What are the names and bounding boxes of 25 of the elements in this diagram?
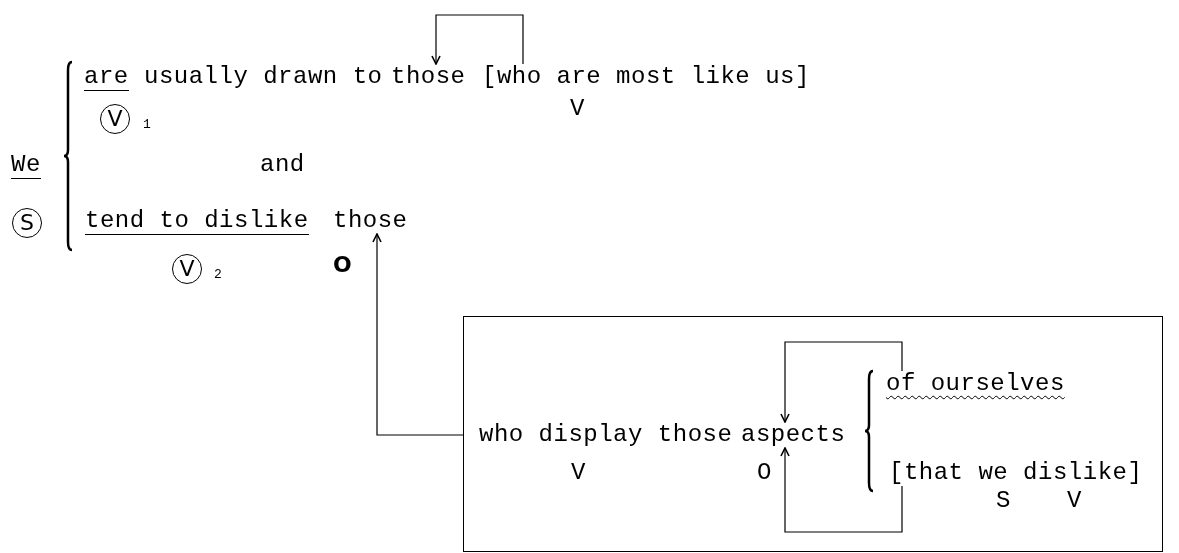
bracket-arrow [780, 341, 903, 423]
bracket-arrow [372, 233, 464, 436]
phrase: [who are most like us] [482, 64, 810, 90]
grammar-mark: V [571, 460, 586, 486]
bracket-arrow [780, 447, 903, 533]
phrase: [that we dislike] [889, 460, 1143, 486]
grammar-mark: O [333, 252, 353, 278]
phrase: who display those [479, 422, 733, 448]
grammar-mark: and [260, 152, 305, 178]
phrase: aspects [741, 422, 846, 448]
subscript-number: 1 [143, 118, 152, 132]
subscript-number: 2 [214, 268, 223, 282]
grammar-mark: S [996, 488, 1011, 514]
clause-box [463, 316, 1163, 552]
grammar-mark: O [757, 460, 772, 486]
phrase: of ourselves [886, 371, 1065, 397]
grammar-mark: V [1067, 488, 1082, 514]
bracket-arrow [431, 14, 524, 65]
grammar-mark: V [570, 96, 585, 122]
phrase: those [333, 208, 408, 234]
underlined-word: We [11, 152, 41, 179]
underlined-word: tend to dislike [85, 208, 309, 235]
grammar-mark: usually drawn to [144, 64, 383, 90]
underlined-word: are [84, 64, 129, 91]
phrase: those [391, 64, 466, 90]
